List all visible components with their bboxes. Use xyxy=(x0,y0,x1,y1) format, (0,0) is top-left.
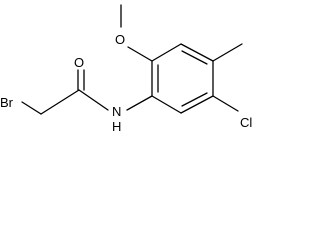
ring-double-bond-c3-c4 xyxy=(181,50,208,65)
ring-double-bond-c5-c6 xyxy=(181,92,208,107)
atom-label-carbonyl-oxygen: O xyxy=(74,55,84,70)
ring-bond-c2-c3 xyxy=(151,43,182,62)
ring-bond-c5-c6 xyxy=(180,95,214,114)
bond-carbonyl-n xyxy=(78,89,109,111)
ring-bond-c3-c4 xyxy=(180,43,214,62)
atom-label-methoxy-oxygen: O xyxy=(115,32,125,47)
bond-br-ch2 xyxy=(21,101,42,115)
bond-ring-methyl xyxy=(212,43,243,62)
atom-label-amide-hydrogen: H xyxy=(112,119,121,134)
molecular-structure-diagram: Br O N H O Cl xyxy=(0,4,252,134)
atom-label-bromine: Br xyxy=(0,95,14,110)
bond-n-ring xyxy=(126,95,153,111)
bond-ch2-carbonyl xyxy=(40,89,80,115)
ring-bond-c6-c1 xyxy=(151,95,182,114)
atom-label-chlorine: Cl xyxy=(240,115,252,130)
bond-ring-chlorine xyxy=(212,95,239,112)
bond-ring-methoxy-o xyxy=(127,46,153,62)
atom-label-amide-nitrogen: N xyxy=(112,104,121,119)
